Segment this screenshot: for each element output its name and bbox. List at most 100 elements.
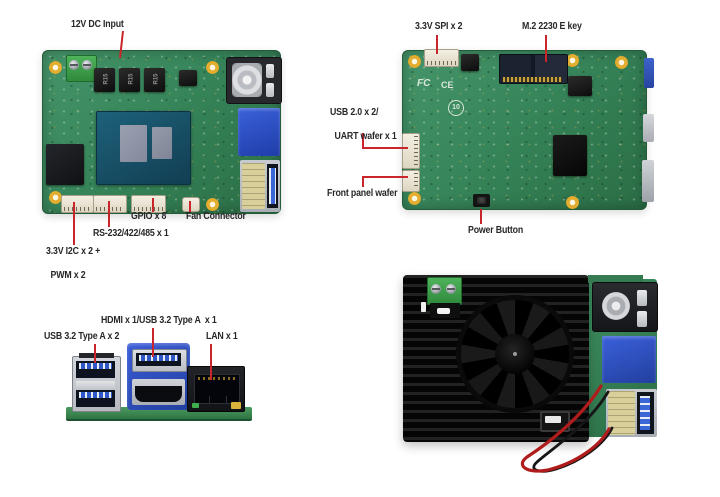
mounting-hole xyxy=(566,196,579,209)
label-front-panel: Front panel wafer xyxy=(327,188,398,199)
label-gpio: GPIO x 8 xyxy=(131,211,167,222)
power-button-cap xyxy=(477,197,486,204)
fan-hub xyxy=(495,334,535,374)
i2c-pwm-wafer xyxy=(61,195,94,213)
usb32-dual-stack xyxy=(72,353,121,412)
m2-slot xyxy=(499,54,568,84)
terminal-base xyxy=(430,303,460,318)
usb-tongue xyxy=(79,363,112,369)
side-connector-edge xyxy=(643,114,654,142)
label-spi: 3.3V SPI x 2 xyxy=(415,21,463,32)
inductor: R15 xyxy=(94,68,115,92)
lan-led-green xyxy=(192,403,199,408)
usb3-label xyxy=(608,391,635,435)
fan-connector-header xyxy=(182,197,200,212)
usb-port-lower xyxy=(76,390,115,407)
wafer-pins xyxy=(96,207,124,211)
inductor: R15 xyxy=(144,68,165,92)
soc-die-large xyxy=(120,125,147,162)
usb-uart-wafer xyxy=(402,133,420,169)
jack-contact xyxy=(637,311,647,327)
ethernet-jack-top xyxy=(226,57,282,104)
label-power-button: Power Button xyxy=(468,225,524,236)
usb3-connector-side xyxy=(240,160,280,212)
side-connector-edge xyxy=(642,160,654,202)
front-panel-wafer xyxy=(402,170,420,192)
spi-wafer xyxy=(424,49,459,67)
usb-port-opening xyxy=(136,353,181,366)
label-m2-key: M.2 2230 E key xyxy=(522,21,582,32)
m2-gold-fingers xyxy=(503,77,562,82)
terminal-screw xyxy=(431,284,441,294)
label-i2c-line2: PWM x 2 xyxy=(50,270,86,281)
mounting-hole xyxy=(206,61,219,74)
pch-chip xyxy=(553,135,587,176)
usb3-tongue xyxy=(640,396,650,430)
inductor: R15 xyxy=(119,68,140,92)
mounting-hole xyxy=(49,191,62,204)
jack-contact xyxy=(637,290,647,306)
usb3-label xyxy=(242,163,265,209)
wafer-pins xyxy=(414,136,418,166)
wafer-pins xyxy=(414,173,418,189)
mounting-hole xyxy=(615,56,628,69)
io-panel-view xyxy=(66,343,252,423)
label-usb-uart-line2: UART wafer x 1 xyxy=(334,131,397,142)
serial-wafer xyxy=(93,195,127,213)
usb-housing-block xyxy=(602,336,656,383)
usb-port-frame xyxy=(132,349,187,372)
label-usb-uart: USB 2.0 x 2/ UART wafer x 1 xyxy=(330,107,397,143)
rj45-latch-slot xyxy=(209,396,227,404)
label-fan-connector: Fan Connector xyxy=(186,211,246,222)
jack-round-sticker xyxy=(602,292,630,320)
heatsink-terminal-block xyxy=(427,277,462,305)
usb-top-pins xyxy=(79,353,114,358)
usb3-connector-side xyxy=(606,389,657,437)
jack-label-sticker xyxy=(232,63,262,97)
wafer-pins xyxy=(134,207,163,211)
hdmi-usb-combo xyxy=(127,343,190,410)
hdmi-port-frame xyxy=(132,379,185,405)
cooling-fan xyxy=(456,295,574,413)
rj45-opening xyxy=(194,374,240,404)
label-12v-dc-input: 12V DC Input xyxy=(71,19,124,30)
heatsink-view xyxy=(403,275,658,442)
terminal-screw xyxy=(82,60,92,70)
soc-chip xyxy=(96,111,191,185)
rj45-pins xyxy=(198,377,236,380)
memory-chip xyxy=(46,144,84,185)
label-lan: LAN x 1 xyxy=(206,331,238,342)
power-button xyxy=(473,194,490,207)
fan-hub-center xyxy=(513,352,517,356)
usb3-opening xyxy=(267,164,278,208)
usb-tongue xyxy=(139,355,178,361)
usb-mid-band xyxy=(76,381,115,389)
side-usb3-edge xyxy=(644,58,654,88)
jack-vent xyxy=(266,64,274,78)
ce-logo: CE xyxy=(441,80,454,90)
usb3-opening xyxy=(637,392,654,434)
label-i2c-pwm: 3.3V I2C x 2 + PWM x 2 xyxy=(46,246,100,282)
terminal-screw xyxy=(446,284,456,294)
label-usb32: USB 3.2 Type A x 2 xyxy=(44,331,120,342)
pcb-top-sliver xyxy=(588,275,643,283)
white-dash xyxy=(421,302,426,312)
small-ic-chip xyxy=(179,70,197,86)
circle-marking: 10 xyxy=(448,100,464,116)
usb-tongue xyxy=(79,392,112,398)
gpio-wafer xyxy=(131,195,166,213)
label-i2c-line1: 3.3V I2C x 2 + xyxy=(46,246,101,257)
jack-vent xyxy=(266,83,274,97)
mounting-hole xyxy=(49,61,62,74)
small-ic-chip xyxy=(461,54,479,71)
mounting-hole xyxy=(408,192,421,205)
board-bottom-pcb: FC CE 10 xyxy=(402,49,647,210)
fan-power-header xyxy=(540,411,570,432)
small-ic-chip xyxy=(568,76,592,96)
wafer-pins xyxy=(427,61,456,65)
mounting-hole xyxy=(408,55,421,68)
label-hdmi-usb: HDMI x 1/USB 3.2 Type A x 1 xyxy=(101,315,217,326)
usb3-tongue xyxy=(269,168,276,204)
ethernet-jack-back xyxy=(592,282,658,332)
